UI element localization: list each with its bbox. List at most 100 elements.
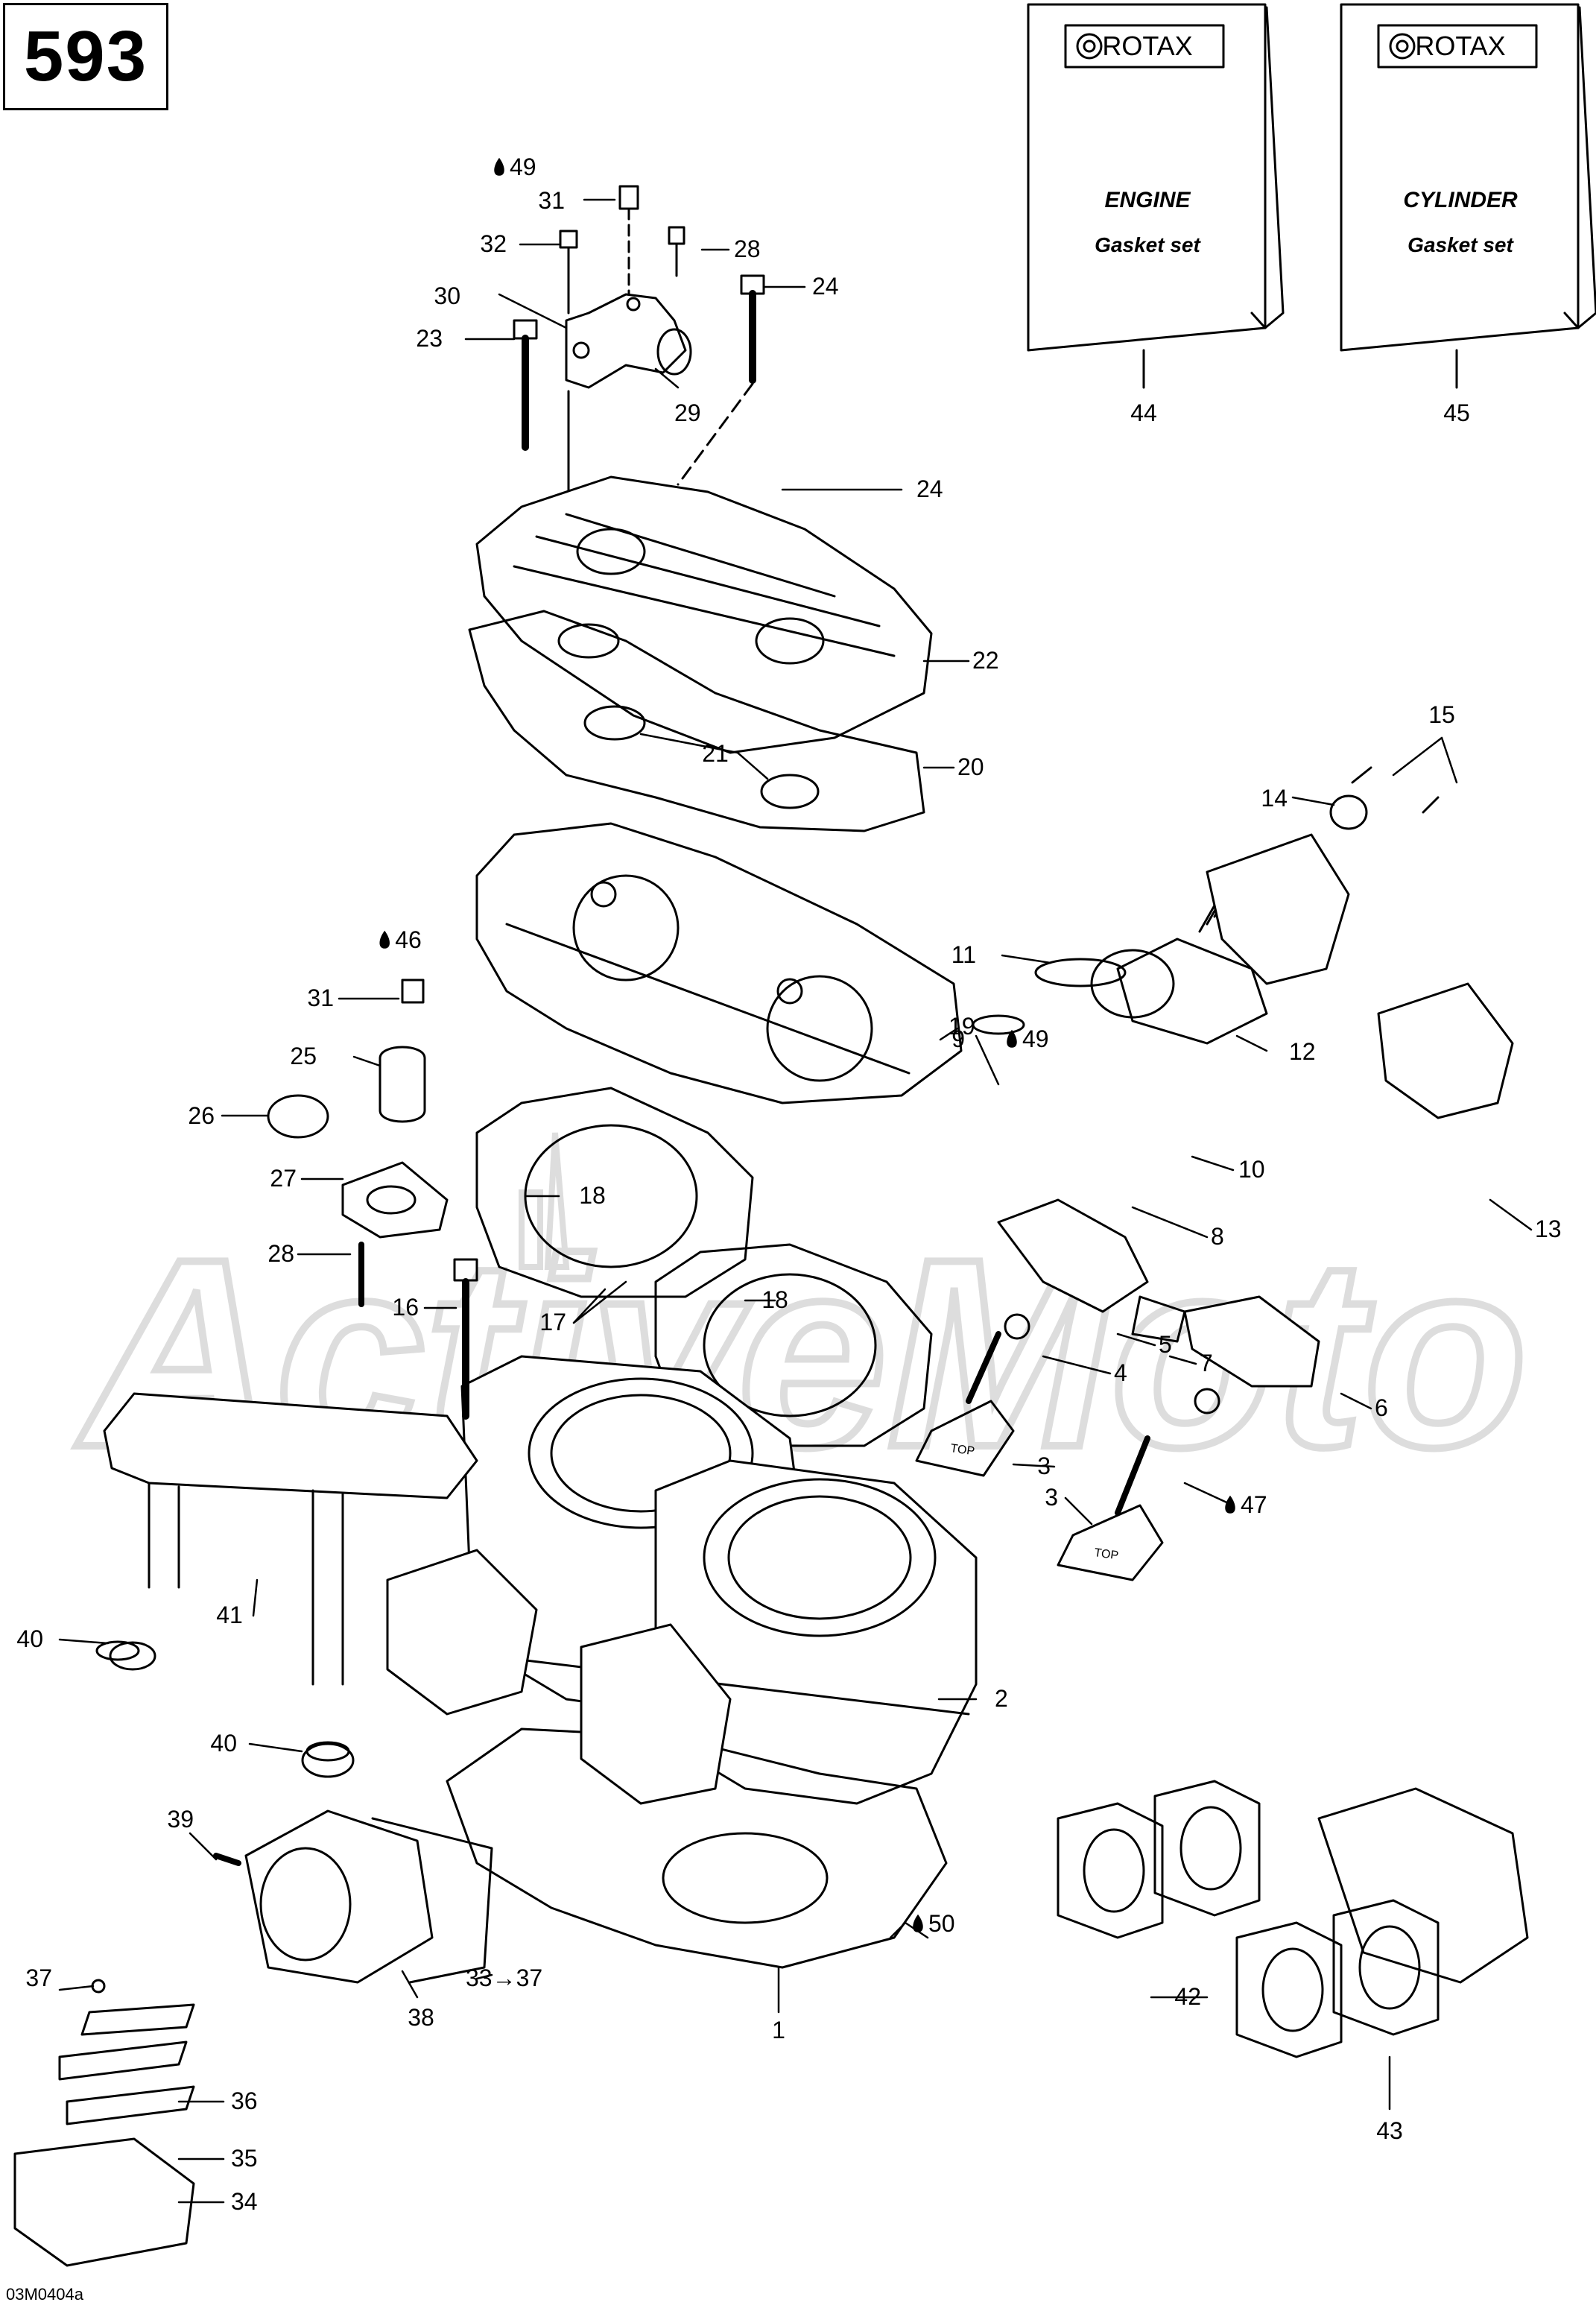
callout-c5: 5 bbox=[1159, 1331, 1172, 1358]
o-ring-21a bbox=[583, 705, 646, 741]
callout-c40b: 40 bbox=[210, 1730, 237, 1757]
rave-valve-housing bbox=[972, 766, 1514, 1119]
callout-c30: 30 bbox=[434, 282, 460, 309]
callout-c2: 2 bbox=[995, 1685, 1008, 1712]
page-number: 593 bbox=[23, 16, 148, 96]
cylinder-head-cover bbox=[475, 475, 933, 754]
oil-drop-icon bbox=[379, 930, 390, 949]
thermostat-group bbox=[267, 979, 478, 1420]
manual-45-brand: ROTAX bbox=[1415, 31, 1505, 61]
callout-c21: 21 bbox=[702, 740, 729, 767]
valve-stamp-b: TOP bbox=[1093, 1546, 1119, 1562]
valve-stamp-a: TOP bbox=[949, 1442, 975, 1458]
callout-c18b: 18 bbox=[761, 1286, 788, 1313]
callout-c15: 15 bbox=[1428, 701, 1455, 728]
oil-drop-icon bbox=[913, 1914, 923, 1932]
callout-c24b: 24 bbox=[916, 475, 943, 502]
clamp-40b bbox=[301, 1742, 355, 1778]
head-gasket-left bbox=[475, 1087, 754, 1298]
callout-c9: 9 bbox=[951, 1025, 965, 1052]
cylinder-head bbox=[475, 822, 963, 1104]
callout-c16: 16 bbox=[392, 1294, 419, 1321]
oil-drop-icon bbox=[494, 157, 504, 176]
drawing-code: 03M0404a bbox=[6, 2285, 83, 2304]
reed-valve bbox=[13, 1979, 195, 2267]
callout-c13: 13 bbox=[1535, 1216, 1562, 1242]
watermark-tower bbox=[519, 1132, 570, 1270]
callout-c31a: 31 bbox=[538, 187, 565, 214]
callout-c4: 4 bbox=[1114, 1359, 1127, 1386]
callout-c49a: 49 bbox=[510, 154, 536, 180]
callout-c28a: 28 bbox=[734, 235, 761, 262]
callout-c38: 38 bbox=[408, 2004, 434, 2031]
callout-c41: 41 bbox=[216, 1602, 243, 1628]
callout-c7: 7 bbox=[1200, 1350, 1213, 1376]
callout-c46: 46 bbox=[395, 926, 422, 953]
manual-44-brand: ROTAX bbox=[1102, 31, 1192, 61]
callout-c47: 47 bbox=[1241, 1491, 1267, 1518]
callout-c35: 35 bbox=[231, 2145, 258, 2172]
manual-44-line1: ENGINE bbox=[1104, 188, 1191, 212]
intake-adaptor bbox=[213, 1809, 493, 1984]
head-cover-gasket bbox=[468, 610, 925, 832]
callout-c12: 12 bbox=[1289, 1038, 1316, 1065]
callout-c1: 1 bbox=[772, 2017, 785, 2043]
clamp-40a bbox=[109, 1641, 156, 1671]
engine-gasket-manual bbox=[1027, 3, 1285, 352]
callout-c26: 26 bbox=[188, 1102, 215, 1129]
callout-c14: 14 bbox=[1261, 785, 1288, 812]
callout-c23: 23 bbox=[416, 325, 443, 352]
callout-c17: 17 bbox=[539, 1309, 566, 1335]
o-ring-21b bbox=[760, 774, 820, 809]
oil-drop-icon bbox=[1007, 1029, 1017, 1048]
manual-labels: ROTAX ENGINE Gasket set ROTAX CYLINDER G… bbox=[949, 31, 1518, 1562]
callout-c6: 6 bbox=[1375, 1394, 1388, 1421]
callout-c33: 33→37 bbox=[466, 1964, 542, 1991]
water-outlet bbox=[565, 293, 692, 389]
manual-45-line2: Gasket set bbox=[1407, 233, 1514, 256]
callout-c3b: 3 bbox=[1045, 1484, 1058, 1511]
callout-c34: 34 bbox=[231, 2188, 258, 2215]
manual-45-ref: 45 bbox=[1443, 399, 1470, 426]
rave-valve-left bbox=[915, 1198, 1186, 1477]
callout-c27: 27 bbox=[270, 1165, 297, 1192]
callout-c39: 39 bbox=[167, 1806, 194, 1833]
callout-c32: 32 bbox=[480, 230, 507, 257]
callout-c8: 8 bbox=[1211, 1223, 1224, 1250]
callout-c37: 37 bbox=[25, 1964, 52, 1991]
bolts-top bbox=[513, 185, 765, 620]
manual-45-line1: CYLINDER bbox=[1403, 188, 1518, 212]
cylinder-gasket-manual bbox=[1340, 3, 1596, 352]
callout-c24a: 24 bbox=[812, 273, 839, 300]
callout-c3a: 3 bbox=[1037, 1452, 1051, 1479]
callout-c18a: 18 bbox=[579, 1182, 606, 1209]
callout-c49b: 49 bbox=[1022, 1025, 1049, 1052]
manual-44-line2: Gasket set bbox=[1095, 233, 1201, 256]
cylinder-block bbox=[460, 1355, 978, 1805]
callout-c25: 25 bbox=[290, 1043, 317, 1069]
callout-c29: 29 bbox=[674, 399, 701, 426]
callout-c31b: 31 bbox=[307, 984, 334, 1011]
exhaust-gaskets bbox=[1057, 1780, 1529, 2058]
callout-c40a: 40 bbox=[16, 1625, 43, 1652]
callout-c22: 22 bbox=[972, 647, 999, 674]
page-number-box: 593 bbox=[3, 3, 168, 110]
callout-c43: 43 bbox=[1376, 2117, 1403, 2144]
callout-c19: 19 bbox=[949, 1013, 975, 1040]
leader-lines bbox=[58, 198, 1533, 2204]
oil-drop-icon bbox=[1225, 1495, 1235, 1514]
callout-c11: 11 bbox=[951, 941, 976, 968]
callout-c10: 10 bbox=[1238, 1156, 1265, 1183]
exhaust-manifold bbox=[95, 1392, 478, 1762]
rave-valve-right bbox=[1057, 1295, 1320, 1581]
callout-c20: 20 bbox=[957, 753, 984, 780]
callout-c36: 36 bbox=[231, 2087, 258, 2114]
manual-44-ref: 44 bbox=[1130, 399, 1157, 426]
rotary-valve-cover-left bbox=[386, 1549, 732, 1805]
callout-c42: 42 bbox=[1174, 1983, 1201, 2010]
callout-c28b: 28 bbox=[267, 1240, 294, 1267]
callout-c50: 50 bbox=[928, 1910, 955, 1937]
